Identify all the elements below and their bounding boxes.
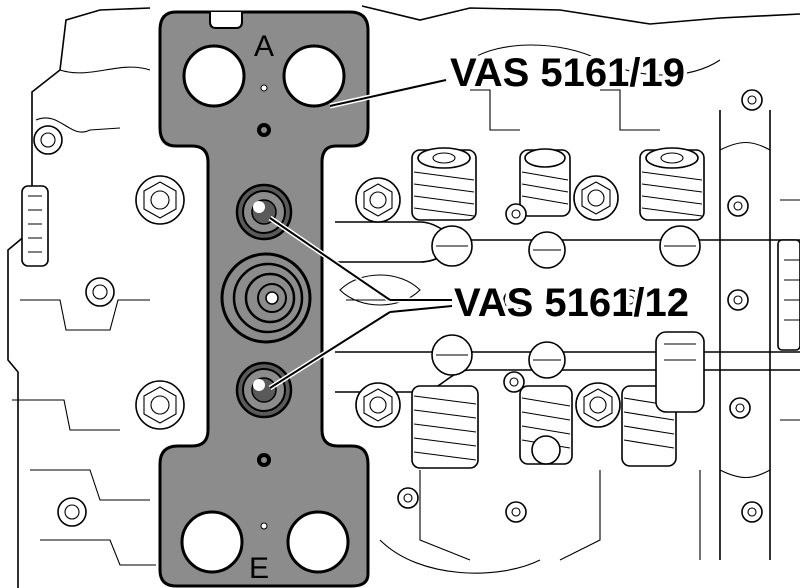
lifter-row-upper bbox=[431, 225, 701, 269]
cylinder-head-drawing bbox=[7, 5, 800, 588]
valve-spring-upper-1 bbox=[411, 147, 477, 221]
head-bolt-left-upper bbox=[135, 175, 185, 225]
head-bolt-inner-lower-2 bbox=[575, 382, 621, 428]
valve-spring-upper-3 bbox=[639, 147, 705, 221]
callout-label-adapter-plate: VAS 5161/19 bbox=[450, 51, 685, 95]
rail-bolts bbox=[397, 89, 763, 523]
callout-leaders bbox=[268, 77, 453, 391]
plate-hole-bottom-right bbox=[286, 510, 350, 574]
plate-marking-top: A bbox=[254, 30, 274, 63]
valve-spring-lower-2 bbox=[519, 385, 573, 465]
head-bolt-inner-upper-1 bbox=[355, 177, 401, 223]
plate-hole-top-right bbox=[282, 44, 346, 108]
head-bolt-inner-upper-2 bbox=[573, 175, 619, 221]
callout-label-guide-bushings: VAS 5161/12 bbox=[454, 281, 689, 325]
head-bolt-left-lower bbox=[135, 380, 185, 430]
guide-bushing-upper bbox=[235, 183, 293, 241]
central-spark-plug-well bbox=[220, 252, 312, 344]
lifter-row-lower bbox=[431, 331, 705, 413]
plate-hole-top-left bbox=[182, 44, 246, 108]
valve-spring-upper-2 bbox=[519, 148, 571, 217]
plate-hole-bottom-left bbox=[180, 510, 244, 574]
head-bolt-inner-lower-1 bbox=[355, 382, 401, 428]
guide-bushing-lower bbox=[235, 361, 293, 419]
plate-marking-bottom: E bbox=[249, 552, 269, 585]
valve-spring-lower-1 bbox=[411, 385, 479, 469]
